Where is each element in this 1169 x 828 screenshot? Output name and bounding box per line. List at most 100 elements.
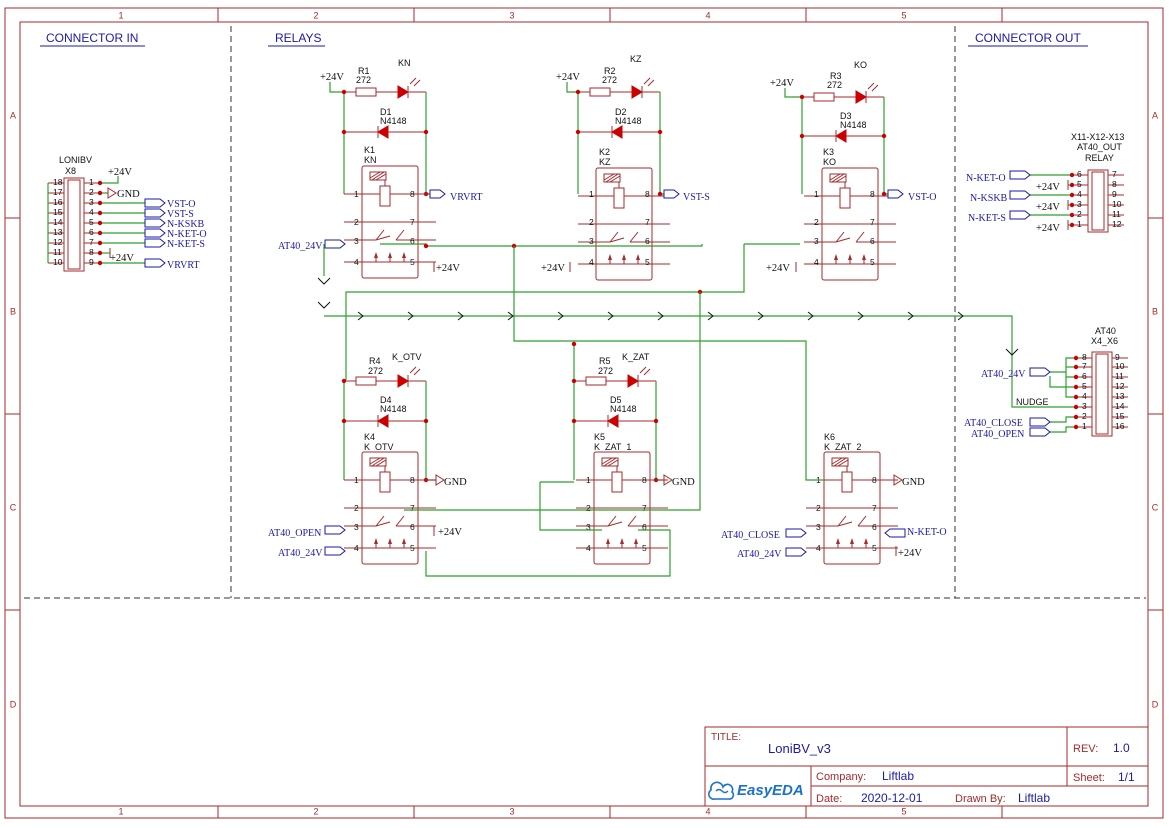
k3-pin-7: 7 xyxy=(870,217,875,227)
k6-pin-8: 8 xyxy=(872,475,877,485)
k6-pin-2: 2 xyxy=(816,503,821,513)
title-value: LoniBV_v3 xyxy=(768,741,831,756)
connector-relay-out: X11-X12-X13 AT40_OUT RELAY 6 5 4 3 2 1 7… xyxy=(966,132,1124,234)
k3-net-pin4: +24V xyxy=(766,263,790,274)
k2-pin-4: 4 xyxy=(589,257,594,267)
k1-diode-val: N4148 xyxy=(380,116,407,126)
x8-pin-r4: 5 xyxy=(89,217,94,227)
k5-pin-3: 3 xyxy=(586,522,591,532)
k3-pin-8: 8 xyxy=(870,189,875,199)
relay-out-pin-r3: 10 xyxy=(1112,199,1122,209)
k3-pin-6: 6 xyxy=(870,236,875,246)
k3-power-24v: +24V xyxy=(770,78,794,89)
k1-pin-8: 8 xyxy=(410,189,415,199)
at40-pin-l3: 5 xyxy=(1082,381,1087,391)
relay-out-power-24v-3: +24V xyxy=(1036,223,1060,234)
k1-pin-6: 6 xyxy=(410,236,415,246)
k6-ref: K6 xyxy=(824,432,835,442)
zone-row-d: D xyxy=(10,699,17,709)
x8-net-vst-s: VST-S xyxy=(167,209,194,220)
k6-net-pin4: AT40_24V xyxy=(737,549,782,560)
zone-labels: 1 2 3 4 5 1 2 3 4 5 A B C D A B C D xyxy=(10,10,1159,816)
section-titles: CONNECTOR IN RELAYS CONNECTOR OUT xyxy=(40,31,1088,47)
zone-row-d-right: D xyxy=(1152,699,1159,709)
k1-net-pin5: +24V xyxy=(436,263,460,274)
zone-col-2: 2 xyxy=(313,10,318,20)
x8-pin-r1: 2 xyxy=(89,187,94,197)
relay-out-pin-l1: 5 xyxy=(1077,179,1082,189)
k4-ref: K4 xyxy=(364,432,375,442)
company-label: Company: xyxy=(816,771,866,783)
k3-ref: K3 xyxy=(823,147,834,157)
zone-row-c-right: C xyxy=(1152,502,1159,512)
k5-pin-4: 4 xyxy=(586,543,591,553)
x8-pin-l3: 15 xyxy=(53,207,63,217)
k1-ref: K1 xyxy=(364,145,375,155)
k2-ref: K2 xyxy=(599,147,610,157)
at40-pin-l6: 2 xyxy=(1082,411,1087,421)
zone-row-a-right: A xyxy=(1152,110,1158,120)
k4-pin-4: 4 xyxy=(354,543,359,553)
k1-net-pin8: VRVRT xyxy=(450,192,483,203)
k1-diode-ref: D1 xyxy=(380,107,392,117)
x8-pin-l6: 12 xyxy=(53,237,63,247)
k6-pin-5: 5 xyxy=(872,543,877,553)
k2-net-pin4: +24V xyxy=(541,263,565,274)
connector-x8: LONIBV X8 18 17 16 15 14 13 12 11 10 xyxy=(47,155,207,272)
k5-name: K_ZAT_1 xyxy=(594,442,631,452)
relay-k6: K6 K_ZAT_2 1 2 3 4 5 6 7 8 GND AT40_CLOS… xyxy=(721,432,947,565)
x8-gnd: GND xyxy=(117,189,140,200)
relay-out-pin-r2: 9 xyxy=(1112,189,1117,199)
relay-k3: +24V R3 272 KO D3 N4148 K3 KO 1 2 3 4 5 … xyxy=(766,60,937,281)
x8-pin-r6: 7 xyxy=(89,237,94,247)
k5-res-val: 272 xyxy=(598,366,613,376)
x8-pin-numbers-right: 1 2 3 4 5 6 7 8 9 xyxy=(89,177,94,267)
zone-col-2-bottom: 2 xyxy=(313,806,318,816)
relay-out-power-24v-1: +24V xyxy=(1036,182,1060,193)
x8-wiring: +24V GND +24V xyxy=(47,167,145,266)
relay-k2: +24V R2 272 KZ D2 N4148 K2 KZ 1 2 3 4 5 … xyxy=(541,54,710,281)
k3-led-name: KO xyxy=(854,60,867,70)
company-value: Liftlab xyxy=(882,769,914,783)
k3-res-ref: R3 xyxy=(830,71,842,81)
at40-pin-l7: 1 xyxy=(1082,421,1087,431)
k6-net-pin8: GND xyxy=(902,477,925,488)
rev-value: 1.0 xyxy=(1113,741,1130,755)
x8-net-ports: VST-O VST-S N-KSKB N-KET-O N-KET-S VRVRT xyxy=(144,198,207,271)
k4-led-name: K_OTV xyxy=(392,352,422,362)
x8-pin-l0: 18 xyxy=(53,177,63,187)
section-connector-in: CONNECTOR IN xyxy=(46,31,138,45)
k4-net-pin3: AT40_OPEN xyxy=(268,528,321,539)
x8-pin-r7: 8 xyxy=(89,247,94,257)
sheet-value: 1/1 xyxy=(1118,770,1135,784)
k5-led-name: K_ZAT xyxy=(622,352,650,362)
k4-pin-2: 2 xyxy=(354,503,359,513)
k5-pin-5: 5 xyxy=(642,543,647,553)
k1-name: KN xyxy=(364,155,377,165)
section-dividers xyxy=(24,26,1146,599)
x8-pin-r2: 3 xyxy=(89,197,94,207)
k4-res-ref: R4 xyxy=(369,356,381,366)
zone-col-3: 3 xyxy=(509,10,514,20)
k1-pin-1: 1 xyxy=(354,189,359,199)
at40-pin-r5: 14 xyxy=(1115,401,1125,411)
k3-diode-val: N4148 xyxy=(840,120,867,130)
k3-pin-1: 1 xyxy=(814,189,819,199)
k2-res-ref: R2 xyxy=(604,66,616,76)
k4-pin-1: 1 xyxy=(354,475,359,485)
k6-net-pin6: N-KET-O xyxy=(907,527,947,538)
k1-res-val: 272 xyxy=(356,75,371,85)
k1-power-24v: +24V xyxy=(320,72,344,83)
k3-res-val: 272 xyxy=(827,80,842,90)
k6-pin-7: 7 xyxy=(872,503,877,513)
k2-pin-7: 7 xyxy=(645,217,650,227)
k5-pin-6: 6 xyxy=(642,522,647,532)
x8-net-n-kskb: N-KSKB xyxy=(167,219,205,230)
zone-col-4-bottom: 4 xyxy=(705,806,710,816)
k5-ref: K5 xyxy=(594,432,605,442)
k2-pin-1: 1 xyxy=(589,189,594,199)
at40-pin-r4: 13 xyxy=(1115,391,1125,401)
at40-pin-l2: 6 xyxy=(1082,371,1087,381)
k1-led-name: KN xyxy=(398,58,411,68)
